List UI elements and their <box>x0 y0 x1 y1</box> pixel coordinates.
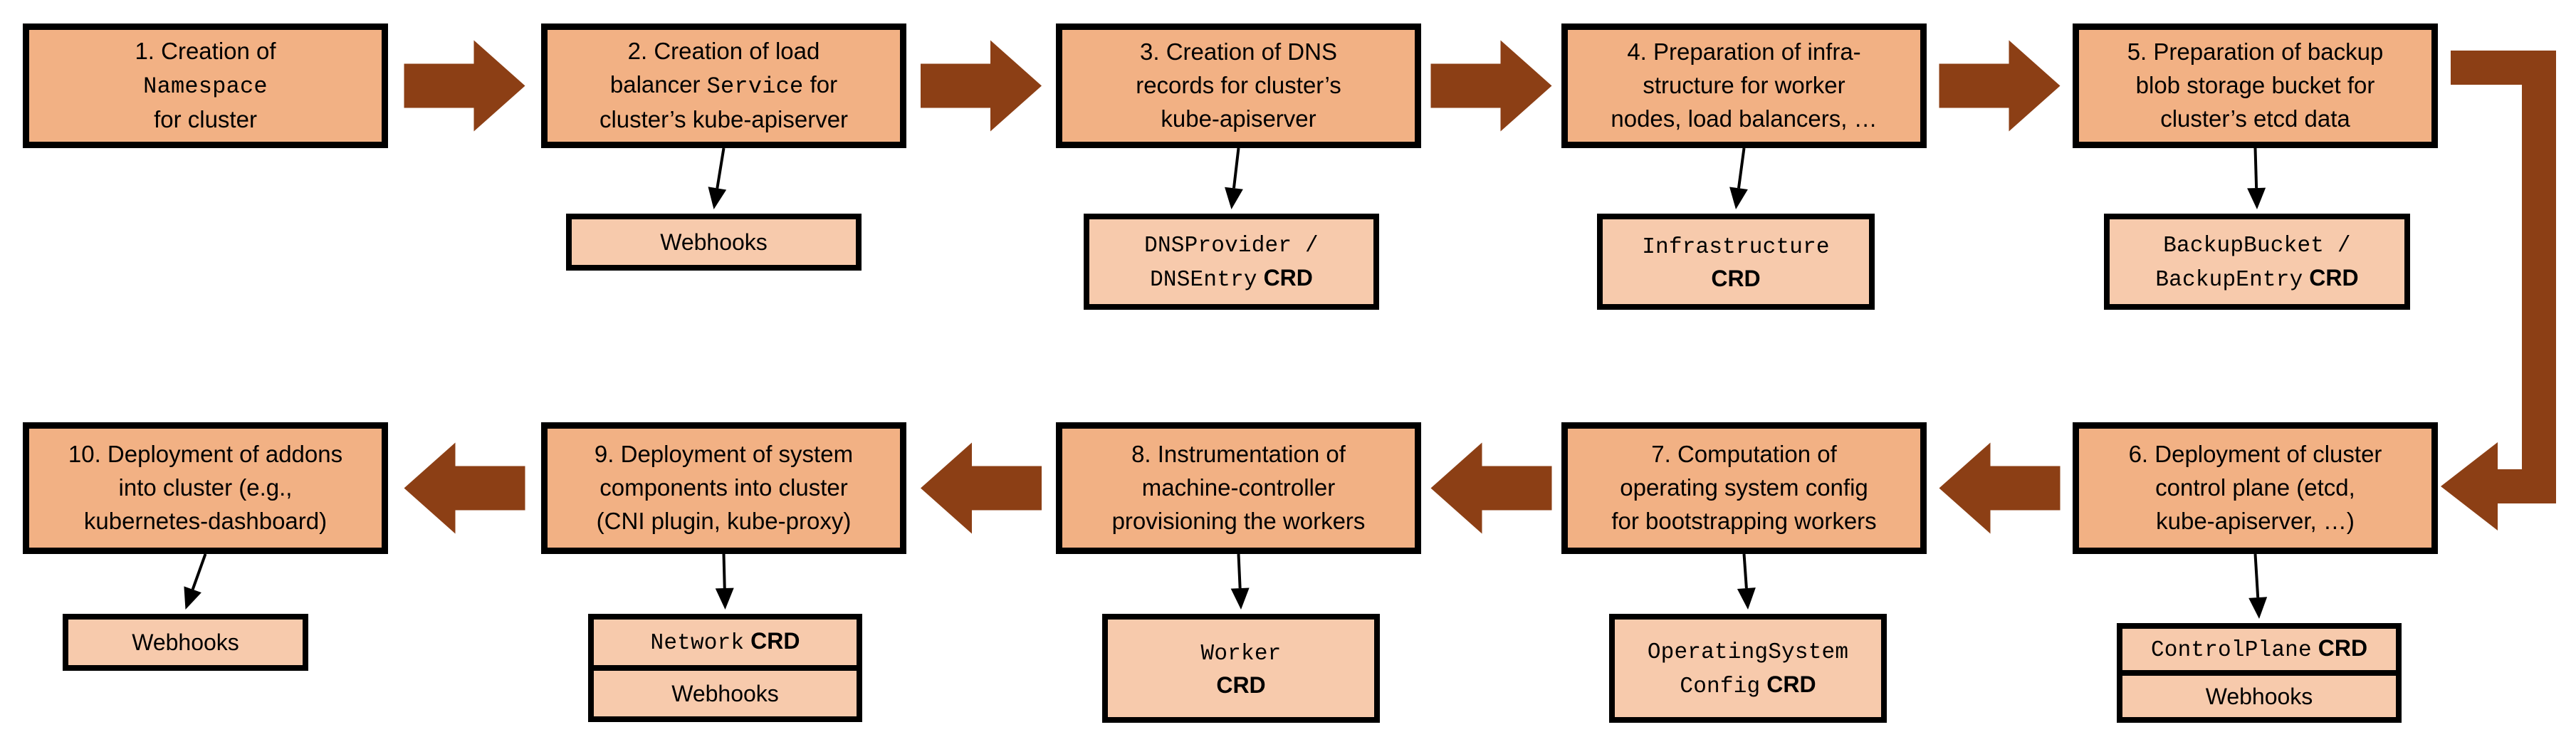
step-10-to-sub-10 <box>184 553 207 610</box>
step-8-to-sub-8 <box>1230 553 1250 610</box>
arrow-1-to-2 <box>404 40 525 132</box>
step-2-to-sub-2 <box>708 147 727 209</box>
sub-9-cell-2: Webhooks <box>594 665 857 716</box>
step-4[interactable]: 4. Preparation of infra-structure for wo… <box>1561 23 1927 148</box>
arrow-4-to-5 <box>1939 40 2061 132</box>
arrow-6-to-7 <box>1939 442 2061 534</box>
sub-6-cell-1: ControlPlane CRD <box>2150 635 2368 664</box>
arrow-8-to-9 <box>921 442 1042 534</box>
sub-9[interactable]: Network CRD Webhooks <box>588 614 862 722</box>
step-4-to-sub-4 <box>1729 147 1748 209</box>
arrow-7-to-8 <box>1430 442 1552 534</box>
sub-6[interactable]: ControlPlane CRD Webhooks <box>2117 623 2402 723</box>
step-9-to-sub-9 <box>715 553 734 610</box>
arrow-3-to-4 <box>1430 40 1552 132</box>
sub-9-cell-1: Network CRD <box>650 628 800 657</box>
arrow-2-to-3 <box>921 40 1042 132</box>
sub-3[interactable]: DNSProvider /DNSEntry CRD <box>1084 214 1379 310</box>
sub-5[interactable]: BackupBucket /BackupEntry CRD <box>2104 214 2410 310</box>
sub-10[interactable]: Webhooks <box>63 614 308 671</box>
sub-5-cell-1: BackupBucket /BackupEntry CRD <box>2155 233 2359 293</box>
step-7-to-sub-7 <box>1737 553 1756 610</box>
step-4-label: 4. Preparation of infra-structure for wo… <box>1611 38 1878 132</box>
arrow-5-to-6 <box>2441 51 2556 531</box>
sub-3-cell-1: DNSProvider /DNSEntry CRD <box>1144 233 1319 293</box>
sub-2[interactable]: Webhooks <box>566 214 862 271</box>
step-5-to-sub-5 <box>2247 147 2266 209</box>
arrow-9-to-10 <box>404 442 525 534</box>
step-6-to-sub-6 <box>2248 553 2268 619</box>
step-3-to-sub-3 <box>1225 147 1243 209</box>
sub-2-cell-1: Webhooks <box>660 229 768 255</box>
sub-10-cell-1: Webhooks <box>132 629 239 655</box>
sub-6-cell-2: Webhooks <box>2122 670 2396 717</box>
